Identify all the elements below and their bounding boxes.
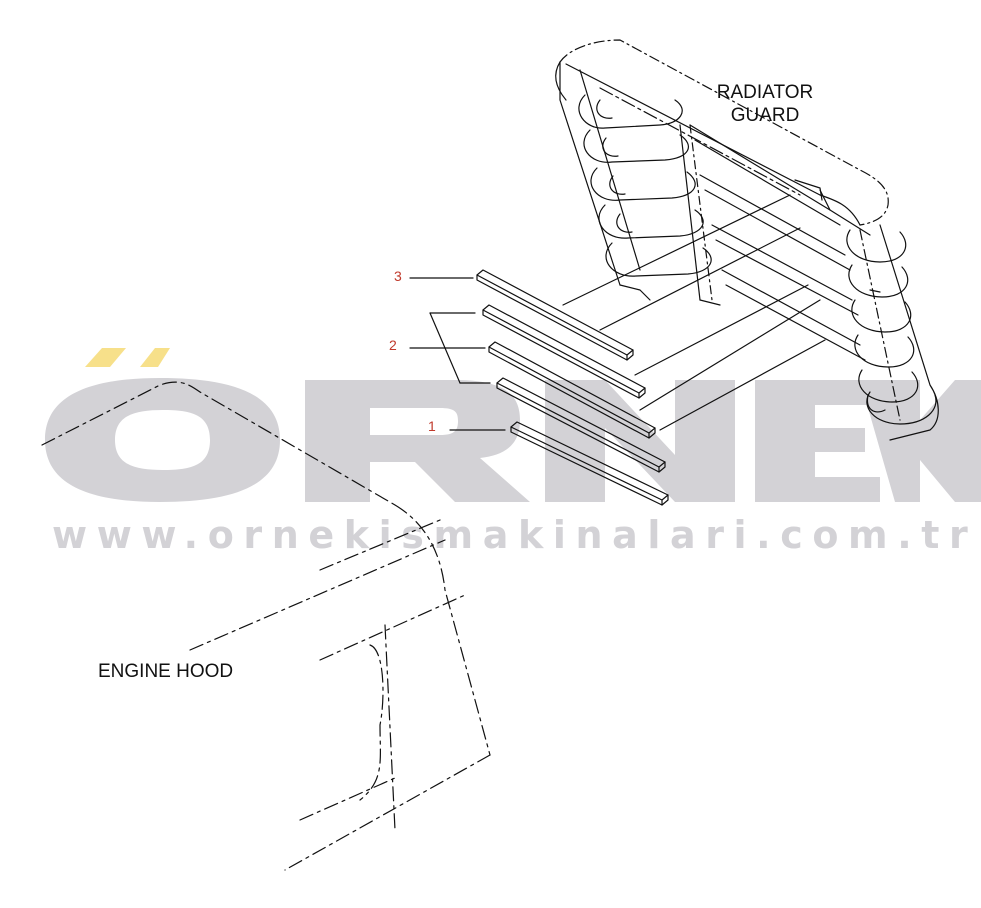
engine-hood-drawing	[41, 381, 491, 871]
callout-2: 2	[389, 337, 397, 353]
engine-hood-label: ENGINE HOOD	[98, 661, 234, 682]
radiator-guard-label: RADIATOR GUARD	[716, 82, 814, 126]
radiator-guard-drawing	[555, 39, 939, 441]
watermark-url: www.ornekismakinalari.com.tr	[52, 513, 978, 557]
callout-leaders	[409, 277, 506, 431]
callout-3: 3	[394, 268, 402, 284]
seal-strips	[476, 194, 826, 506]
callout-1: 1	[428, 418, 436, 434]
